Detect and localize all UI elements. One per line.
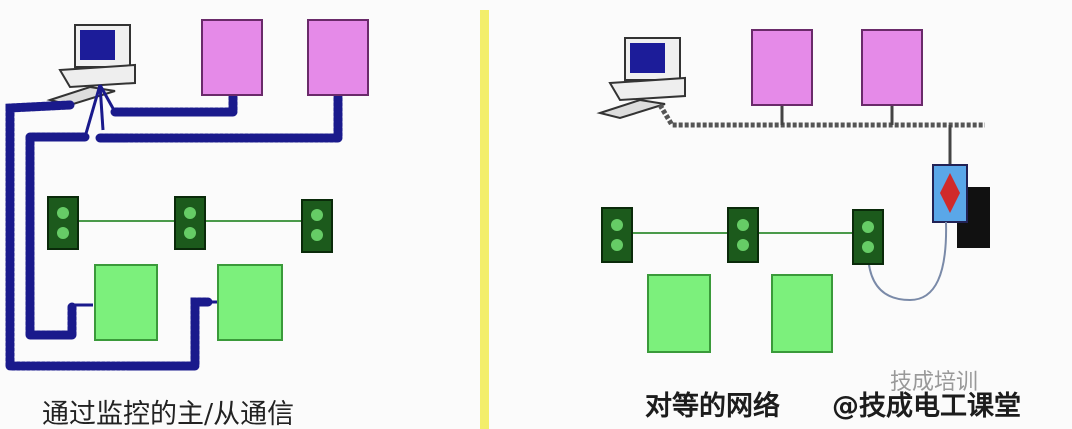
device-box-1 xyxy=(94,264,158,341)
device-box-2 xyxy=(771,274,833,353)
device-box-2 xyxy=(217,264,283,341)
controller-box-2 xyxy=(307,19,369,96)
master-cables xyxy=(5,90,343,371)
cable-outer xyxy=(5,100,213,371)
socket-right-2 xyxy=(727,207,759,263)
cable-controller-1 xyxy=(110,90,238,117)
cable-controller-2 xyxy=(95,90,343,143)
socket-right-3 xyxy=(852,209,884,265)
watermark-top: 技成培训 xyxy=(890,370,979,395)
left-caption: 通过监控的主/从通信 xyxy=(42,399,295,429)
socket-left-2 xyxy=(174,196,206,250)
left-panel xyxy=(5,19,369,371)
diamond-icon xyxy=(940,173,960,213)
right-caption: 对等的网络 xyxy=(645,391,780,422)
socket-left-3 xyxy=(301,199,333,253)
cable-inner xyxy=(25,132,90,340)
device-box-1 xyxy=(647,274,711,353)
panel-divider xyxy=(480,10,489,429)
controller-box-2 xyxy=(861,29,923,106)
watermark-main: @技成电工课堂 xyxy=(832,391,1021,422)
computer-icon xyxy=(599,37,686,119)
right-panel xyxy=(599,29,990,353)
network-bus xyxy=(657,103,985,128)
controller-box-1 xyxy=(201,19,263,96)
socket-left-1 xyxy=(47,196,79,250)
computer-icon xyxy=(49,24,136,106)
socket-right-1 xyxy=(601,207,633,263)
controller-box-1 xyxy=(751,29,813,106)
drop-lines xyxy=(72,84,218,307)
